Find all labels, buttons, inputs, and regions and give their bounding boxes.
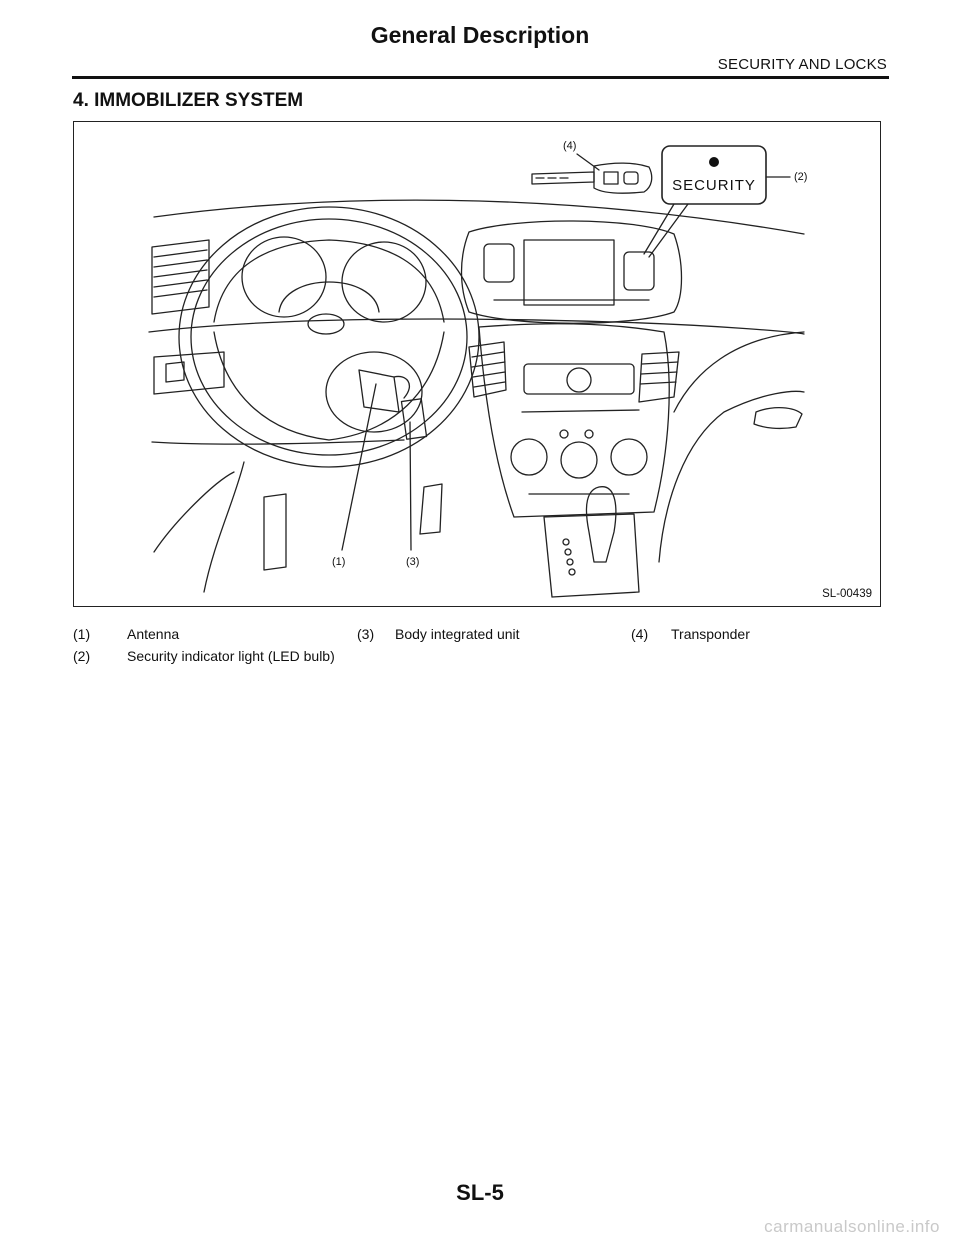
dash-top-line <box>153 199 805 235</box>
security-label: SECURITY <box>672 177 756 194</box>
center-right-vent-icon <box>638 351 680 403</box>
callout-4: (4) <box>563 140 576 152</box>
center-left-vent-icon <box>468 341 507 398</box>
legend-item: (2) Security indicator light (LED bulb) <box>73 648 335 664</box>
logo-emblem <box>307 313 345 335</box>
header-divider <box>72 76 889 79</box>
watermark: carmanualsonline.info <box>764 1217 940 1236</box>
steering-wheel <box>178 206 480 468</box>
legend-row: (2) Security indicator light (LED bulb) <box>73 648 893 670</box>
center-display <box>460 220 683 324</box>
section-title: SECURITY AND LOCKS <box>717 56 887 73</box>
legend-row: (1) Antenna (3) Body integrated unit (4) Tr… <box>73 626 893 648</box>
legend-number: (3) <box>357 626 375 642</box>
legend-number: (4) <box>631 626 649 642</box>
legend-label: Security indicator light (LED bulb) <box>127 648 335 664</box>
legend-item: (4) Transponder <box>631 626 750 642</box>
callout-2: (2) <box>794 171 807 183</box>
legend-number: (1) <box>73 626 91 642</box>
antenna-coil <box>325 351 428 440</box>
legend-label: Body integrated unit <box>395 626 520 642</box>
callout-1: (1) <box>332 556 345 568</box>
security-led-housing <box>623 251 655 291</box>
left-vent-icon <box>151 239 210 315</box>
left-pedal <box>263 493 287 571</box>
legend-number: (2) <box>73 648 91 664</box>
gear-shifter <box>543 486 640 598</box>
page-number: SL-5 <box>456 1180 504 1205</box>
dashboard-illustration: SECURITY (4) (2) (1) (3) SL-00439 <box>73 121 881 607</box>
figure-legend: (1) Antenna (3) Body integrated unit (4) Tr… <box>73 626 893 670</box>
brake-pedal <box>419 483 443 535</box>
center-stack <box>478 323 670 518</box>
figure-id: SL-00439 <box>822 588 872 600</box>
legend-item: (1) Antenna <box>73 626 179 642</box>
callout-3: (3) <box>406 556 419 568</box>
left-switch-panel <box>153 351 225 395</box>
legend-label: Transponder <box>671 626 750 642</box>
key-transponder <box>531 162 653 194</box>
page-title: General Description <box>370 22 590 48</box>
legend-item: (3) Body integrated unit <box>357 626 520 642</box>
section-heading: 4. IMMOBILIZER SYSTEM <box>73 90 304 111</box>
security-indicator-callout: SECURITY <box>643 145 767 258</box>
door-handle <box>753 407 803 430</box>
legend-label: Antenna <box>127 626 180 642</box>
